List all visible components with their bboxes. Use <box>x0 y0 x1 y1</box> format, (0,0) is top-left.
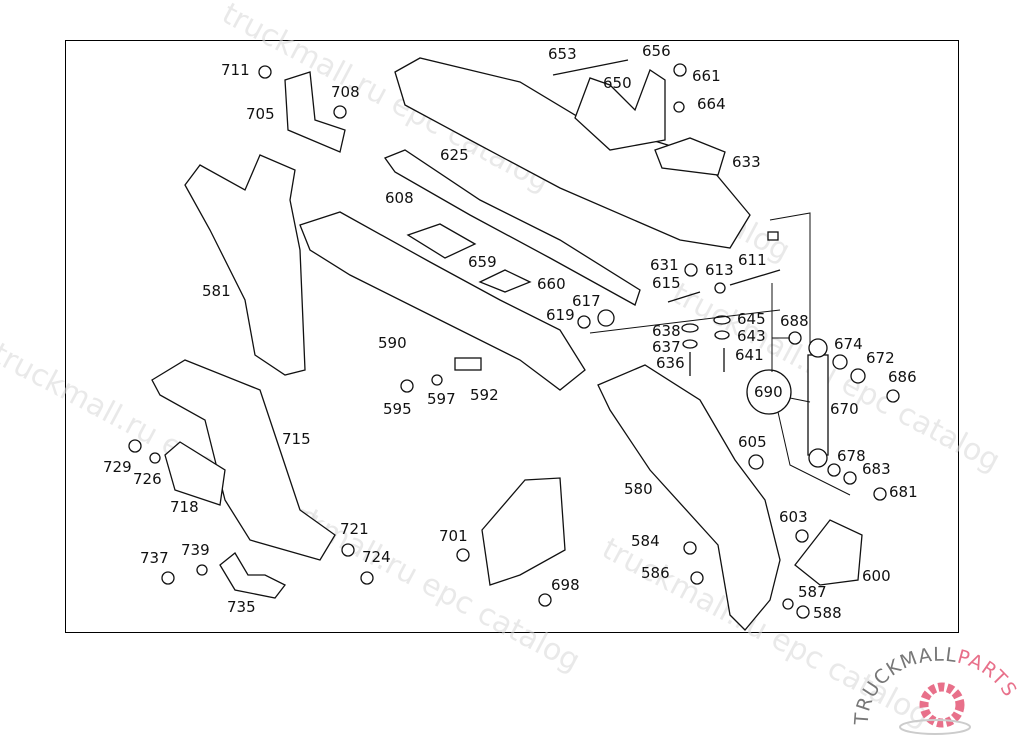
svg-text:TRUCKMALLPARTS: TRUCKMALLPARTS <box>851 644 1021 727</box>
part-718-plate[interactable] <box>164 441 226 506</box>
part-660-plate[interactable] <box>478 269 532 293</box>
part-670-eye-top <box>808 338 828 358</box>
part-670-shock-absorber[interactable] <box>807 354 829 456</box>
callout-633[interactable]: 633 <box>732 153 761 171</box>
callout-603[interactable]: 603 <box>779 508 808 526</box>
hardware <box>128 63 900 619</box>
callout-688[interactable]: 688 <box>780 312 809 330</box>
part-608-leaf-spring[interactable] <box>383 149 641 306</box>
callout-labels: 711 708 705 653 656 650 661 664 625 633 … <box>103 42 918 622</box>
callout-711[interactable]: 711 <box>221 61 250 79</box>
callout-631[interactable]: 631 <box>650 256 679 274</box>
part-581-bracket[interactable] <box>184 154 306 376</box>
truckmall-logo: TRUCKMALLPARTS <box>851 644 1021 735</box>
callout-638[interactable]: 638 <box>652 322 681 340</box>
callout-735[interactable]: 735 <box>227 598 256 616</box>
gear-hole <box>935 698 949 712</box>
callout-729[interactable]: 729 <box>103 458 132 476</box>
callout-739[interactable]: 739 <box>181 541 210 559</box>
callout-613[interactable]: 613 <box>705 261 734 279</box>
part-625-crossmember[interactable] <box>394 57 751 249</box>
callout-619[interactable]: 619 <box>546 306 575 324</box>
callout-608[interactable]: 608 <box>385 189 414 207</box>
part-600-bracket[interactable] <box>794 519 863 586</box>
leader-lines <box>589 212 851 496</box>
part-670-eye-bottom <box>808 448 828 468</box>
callout-659[interactable]: 659 <box>468 253 497 271</box>
callout-661[interactable]: 661 <box>692 67 721 85</box>
part-580-frame-rail[interactable] <box>597 364 781 631</box>
part-590-axle-frame[interactable] <box>299 211 586 391</box>
callout-672[interactable]: 672 <box>866 349 895 367</box>
callout-581[interactable]: 581 <box>202 282 231 300</box>
callout-645[interactable]: 645 <box>737 310 766 328</box>
callout-587[interactable]: 587 <box>798 583 827 601</box>
logo-text-accent: PARTS <box>955 646 1021 701</box>
callout-586[interactable]: 586 <box>641 564 670 582</box>
callout-636[interactable]: 636 <box>656 354 685 372</box>
callout-615[interactable]: 615 <box>652 274 681 292</box>
callout-678[interactable]: 678 <box>837 447 866 465</box>
callout-611[interactable]: 611 <box>738 251 767 269</box>
callout-737[interactable]: 737 <box>140 549 169 567</box>
logo-swoosh <box>899 719 971 735</box>
gear-icon <box>919 682 965 728</box>
part-659-plate[interactable] <box>406 223 477 259</box>
callout-670[interactable]: 670 <box>830 400 859 418</box>
callout-643[interactable]: 643 <box>737 327 766 345</box>
callout-681[interactable]: 681 <box>889 483 918 501</box>
callout-690[interactable]: 690 <box>754 383 783 401</box>
callout-724[interactable]: 724 <box>362 548 391 566</box>
callout-650[interactable]: 650 <box>603 74 632 92</box>
part-705-bracket[interactable] <box>284 71 346 153</box>
callout-660[interactable]: 660 <box>537 275 566 293</box>
callout-698[interactable]: 698 <box>551 576 580 594</box>
part-633-pad[interactable] <box>654 137 726 176</box>
callout-705[interactable]: 705 <box>246 105 275 123</box>
callout-605[interactable]: 605 <box>738 433 767 451</box>
callout-600[interactable]: 600 <box>862 567 891 585</box>
part-701-bracket[interactable] <box>481 477 566 586</box>
callout-597[interactable]: 597 <box>427 390 456 408</box>
callout-718[interactable]: 718 <box>170 498 199 516</box>
part-650-bracket[interactable] <box>574 69 666 151</box>
callout-617[interactable]: 617 <box>572 292 601 310</box>
callout-701[interactable]: 701 <box>439 527 468 545</box>
diagram-frame <box>65 40 959 633</box>
callout-690-circle <box>746 369 792 415</box>
callout-592[interactable]: 592 <box>470 386 499 404</box>
callout-674[interactable]: 674 <box>834 335 863 353</box>
callout-653[interactable]: 653 <box>548 45 577 63</box>
callout-664[interactable]: 664 <box>697 95 726 113</box>
callout-584[interactable]: 584 <box>631 532 660 550</box>
callout-641[interactable]: 641 <box>735 346 764 364</box>
callout-637[interactable]: 637 <box>652 338 681 356</box>
callout-683[interactable]: 683 <box>862 460 891 478</box>
callout-656[interactable]: 656 <box>642 42 671 60</box>
callout-625[interactable]: 625 <box>440 146 469 164</box>
callout-726[interactable]: 726 <box>133 470 162 488</box>
callout-595[interactable]: 595 <box>383 400 412 418</box>
part-653-pin[interactable] <box>552 59 629 76</box>
callout-686[interactable]: 686 <box>888 368 917 386</box>
part-715-frame-rail[interactable] <box>151 359 336 561</box>
part-735-clamp[interactable] <box>219 552 286 599</box>
callout-708[interactable]: 708 <box>331 83 360 101</box>
callout-590[interactable]: 590 <box>378 334 407 352</box>
callout-588[interactable]: 588 <box>813 604 842 622</box>
callout-580[interactable]: 580 <box>624 480 653 498</box>
callout-721[interactable]: 721 <box>340 520 369 538</box>
callout-715[interactable]: 715 <box>282 430 311 448</box>
part-drawings <box>128 57 900 631</box>
